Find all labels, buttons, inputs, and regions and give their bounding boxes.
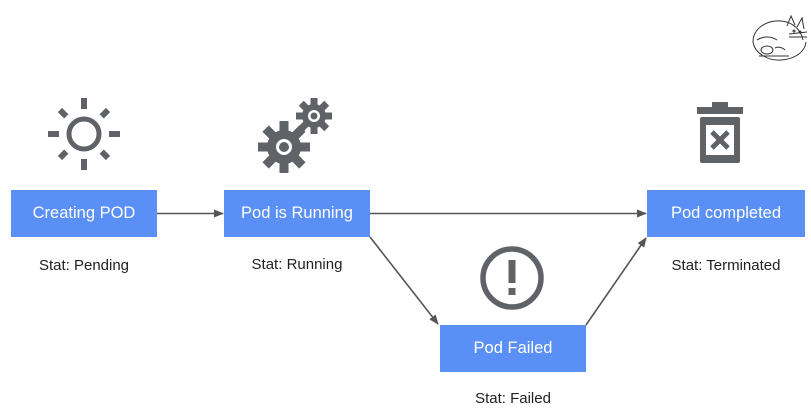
sun-icon — [48, 98, 120, 170]
creating-pod-box: Creating POD — [11, 190, 157, 237]
status-failed-label: Stat: Failed — [475, 390, 551, 407]
cat-sketch-icon — [752, 14, 808, 61]
arrow-failed-to-completed — [585, 237, 647, 326]
pod-completed-box: Pod completed — [647, 190, 805, 237]
gears-icon — [258, 98, 332, 173]
creating-pod-label: Creating POD — [32, 204, 136, 222]
status-terminated-label: Stat: Terminated — [671, 257, 781, 274]
pod-completed-label: Pod completed — [670, 204, 782, 222]
status-running-label: Stat: Running — [251, 256, 343, 273]
exclamation-circle-icon — [480, 246, 544, 310]
status-pending-label: Stat: Pending — [38, 257, 130, 274]
pod-failed-box: Pod Failed — [440, 325, 586, 372]
trash-icon — [697, 102, 743, 163]
arrow-running-to-failed — [369, 236, 439, 325]
pod-failed-label: Pod Failed — [473, 339, 553, 357]
pod-running-box: Pod is Running — [224, 190, 370, 237]
pod-running-label: Pod is Running — [241, 204, 353, 222]
